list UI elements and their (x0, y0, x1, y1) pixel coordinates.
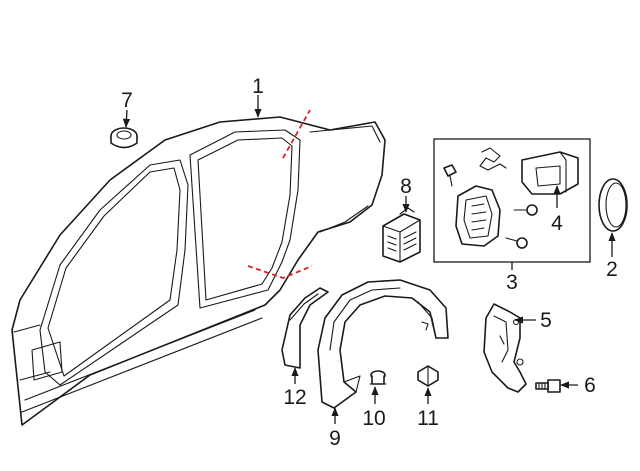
leader-7 (122, 109, 131, 128)
callout-2: 2 (606, 258, 618, 281)
cut-line-upper (282, 109, 311, 159)
callout-7: 7 (121, 89, 133, 112)
callout-12: 12 (283, 386, 306, 409)
callout-3: 3 (506, 271, 518, 294)
bolt (417, 365, 439, 387)
callout-11: 11 (417, 407, 439, 430)
callout-6: 6 (584, 374, 596, 397)
callout-10: 10 (362, 407, 385, 430)
callout-1: 1 (252, 75, 264, 98)
wheelhouse-liner (317, 279, 449, 409)
callout-5: 5 (540, 309, 552, 332)
bracket-module (382, 207, 421, 263)
quarter-panel (11, 116, 386, 426)
trim-strip (281, 287, 329, 369)
callout-4: 4 (551, 212, 563, 235)
callout-8: 8 (400, 175, 412, 198)
mounting-bracket (483, 303, 527, 393)
callout-9: 9 (329, 427, 341, 450)
fuel-door (598, 178, 628, 232)
bolt-6 (535, 379, 561, 393)
fuel-door-housing-kit (443, 147, 579, 249)
cut-line-lower (247, 265, 313, 279)
plug (110, 127, 138, 149)
screw (369, 370, 387, 385)
